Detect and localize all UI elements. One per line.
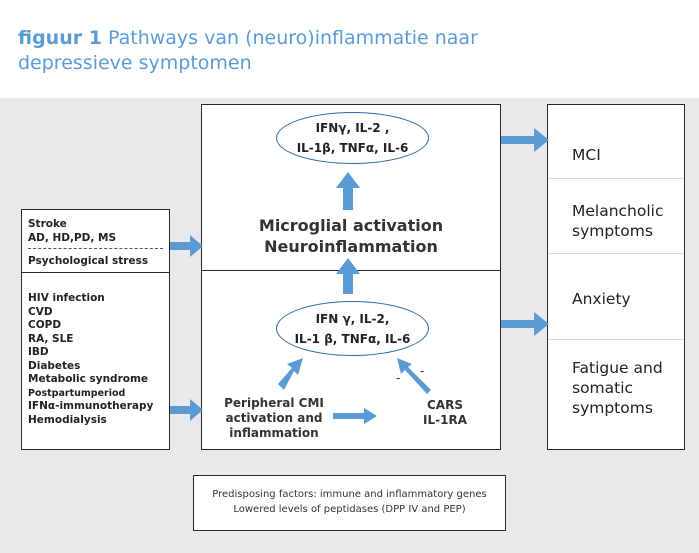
- cars-text: CARS IL-1RA: [410, 398, 480, 428]
- cars-line: CARS: [427, 398, 463, 412]
- footer-text: Predisposing factors: immune and inflamm…: [193, 487, 506, 517]
- left-bottom-list: HIV infection CVD COPD RA, SLE IBD Diabe…: [28, 292, 153, 427]
- peripheral-line: Peripheral CMI: [224, 396, 324, 410]
- headline: Microglial activation Neuroinflammation: [202, 215, 500, 257]
- left-bottom-item: Metabolic syndrome: [28, 373, 149, 385]
- title-line-2: depressieve symptomen: [18, 52, 252, 74]
- outcome-fatigue: Fatigue and somatic symptoms: [572, 359, 663, 417]
- minus-sign: -: [420, 364, 425, 378]
- left-bottom-item: RA, SLE: [28, 332, 74, 345]
- footer-line: Predisposing factors: immune and inflamm…: [212, 489, 487, 500]
- arrow-right-to-outcomes-bottom: [501, 312, 549, 336]
- arrow-right-from-left-bottom: [170, 399, 203, 421]
- left-bottom-item: IBD: [28, 346, 49, 358]
- left-top-item: Psychological stress: [28, 255, 149, 267]
- title-line-1: Pathways van (neuro)inflammatie naar: [108, 27, 478, 49]
- arrow-up-to-headline: [336, 258, 360, 294]
- right-divider: [549, 253, 683, 254]
- left-dashed-divider: [28, 248, 163, 249]
- peripheral-line: activation and: [225, 411, 323, 425]
- left-box-bottom: [21, 272, 170, 450]
- outcome-mci: MCI: [572, 146, 601, 164]
- right-divider: [549, 178, 683, 179]
- outcome-anxiety: Anxiety: [572, 290, 631, 308]
- outcome-melancholic: Melancholic symptoms: [572, 202, 664, 240]
- cytokine-top-line: IFNγ, IL-2 ,: [315, 121, 390, 135]
- arrow-right-to-outcomes-top: [501, 128, 549, 152]
- cars-line: IL-1RA: [423, 413, 467, 427]
- right-divider: [549, 339, 683, 340]
- left-top-item: AD, HD,PD, MS: [28, 231, 117, 244]
- left-bottom-item: Postpartumperiod: [28, 387, 126, 399]
- left-bottom-item: Hemodialysis: [28, 413, 107, 426]
- left-bottom-item: IFNα-immunotherapy: [28, 400, 154, 412]
- left-bottom-item: Diabetes: [28, 359, 81, 372]
- cytokine-ellipse-bottom: IFN γ, IL-2, IL-1 β, TNFα, IL-6: [276, 301, 429, 356]
- cytokine-bottom-line: IFN γ, IL-2,: [315, 311, 390, 326]
- arrow-right-from-left-top: [170, 235, 203, 257]
- figure-label: figuur 1: [18, 27, 102, 49]
- left-top-item: Stroke: [28, 218, 67, 230]
- headline-line: Microglial activation: [258, 216, 444, 235]
- peripheral-text: Peripheral CMI activation and inflammati…: [214, 396, 334, 441]
- left-bottom-item: CVD: [28, 305, 53, 318]
- arrow-right-to-cars: [333, 408, 377, 424]
- minus-sign: -: [396, 371, 401, 385]
- arrow-diagonal-to-ellipse: [278, 358, 303, 390]
- arrow-up-to-top-ellipse: [336, 172, 360, 210]
- left-box-top: [21, 209, 170, 273]
- figure-title: figuur 1 Pathways van (neuro)inflammatie…: [18, 26, 678, 76]
- footer-line: Lowered levels of peptidases (DPP IV and…: [233, 504, 466, 515]
- headline-line: Neuroinflammation: [264, 237, 438, 256]
- arrow-diagonal-inhibitory: [397, 358, 431, 394]
- left-bottom-item: COPD: [28, 319, 62, 331]
- peripheral-line: inflammation: [229, 426, 319, 440]
- cytokine-top-line: IL-1β, TNFα, IL-6: [296, 141, 409, 155]
- left-top-list: Stroke AD, HD,PD, MS: [28, 218, 116, 245]
- left-bottom-item: HIV infection: [28, 292, 105, 304]
- cytokine-bottom-line: IL-1 β, TNFα, IL-6: [294, 331, 411, 346]
- right-box: [547, 104, 685, 450]
- cytokine-ellipse-top: IFNγ, IL-2 , IL-1β, TNFα, IL-6: [276, 112, 429, 164]
- footer-box: [193, 475, 506, 531]
